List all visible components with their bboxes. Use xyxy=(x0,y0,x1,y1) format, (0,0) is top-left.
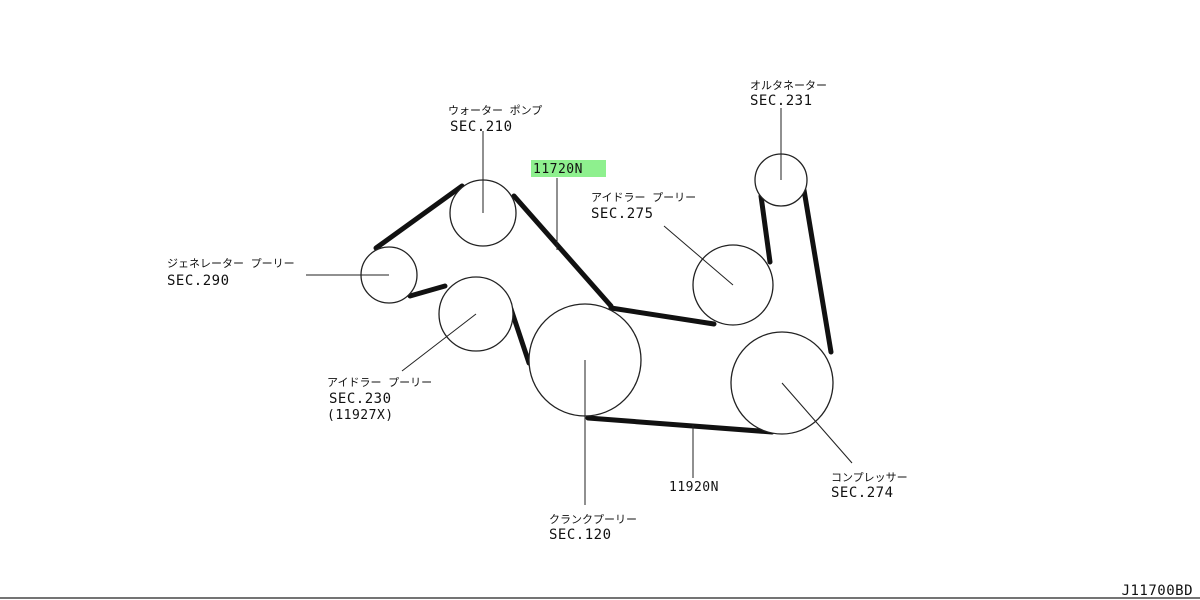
alternator-name: オルタネーター xyxy=(750,79,827,92)
compressor-name: コンプレッサー xyxy=(831,471,908,484)
compressor-sec: SEC.274 xyxy=(831,485,894,501)
water-pump-sec: SEC.210 xyxy=(450,119,513,135)
belt-lower-part-number: 11920N xyxy=(669,480,719,495)
belt-idler-alternator xyxy=(758,193,773,265)
labels: ウォーター ポンプ SEC.210 11720N アイドラー プーリー SEC.… xyxy=(167,79,908,543)
idler-lower-sec: SEC.230 xyxy=(329,391,392,407)
alternator-sec: SEC.231 xyxy=(750,93,813,109)
leader-idler-lower xyxy=(401,313,477,372)
generator-sec: SEC.290 xyxy=(167,273,230,289)
belt-upper-part-number: 11720N xyxy=(533,162,583,177)
figure-code: J11700BD xyxy=(1122,583,1193,599)
belt-crank-idler xyxy=(608,305,717,327)
belt-generator-waterpump xyxy=(373,183,465,251)
belt-alternator-compressor xyxy=(801,187,834,355)
idler-upper-name: アイドラー プーリー xyxy=(591,191,696,204)
belt-idler-crank xyxy=(508,306,532,366)
belt-generator-idler xyxy=(407,283,448,299)
leader-compressor xyxy=(781,382,853,464)
idler-lower-name: アイドラー プーリー xyxy=(327,376,432,389)
belt-waterpump-crank xyxy=(511,193,614,309)
belt-crank-compressor xyxy=(585,415,775,435)
idler-lower-part-number: (11927X) xyxy=(327,408,394,423)
idler-upper-sec: SEC.275 xyxy=(591,206,654,222)
generator-name: ジェネレーター プーリー xyxy=(167,257,295,270)
leader-idler-upper xyxy=(663,225,734,286)
leader-lines xyxy=(306,108,853,505)
crank-sec: SEC.120 xyxy=(549,527,612,543)
crank-name: クランクプーリー xyxy=(549,513,637,526)
belts xyxy=(373,183,834,435)
part-highlight xyxy=(531,160,606,177)
water-pump-name: ウォーター ポンプ xyxy=(448,104,542,117)
